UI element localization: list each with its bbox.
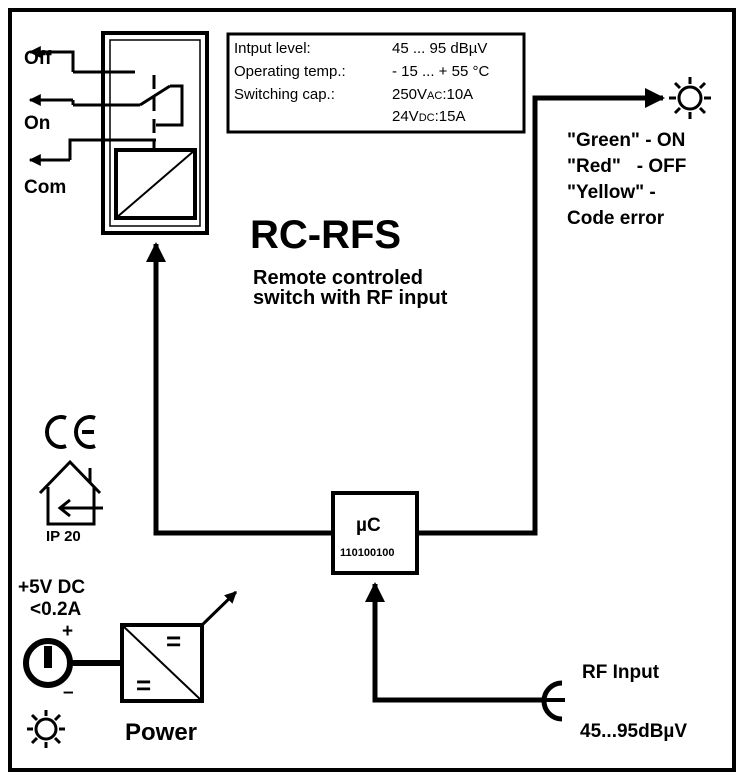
spec-switch-label: Switching cap.:: [234, 86, 335, 103]
spec-ac-sub: AC: [427, 90, 443, 102]
spec-ac-amp: :10A: [442, 86, 474, 103]
led-legend-line4: Code error: [567, 208, 665, 229]
spec-dc-amp: :15A: [434, 108, 466, 125]
spec-dc-sub: DC: [418, 112, 435, 124]
led-legend-line2: "Red" - OFF: [567, 156, 687, 177]
mcu-to-relay-line: [146, 242, 333, 536]
com-label: Com: [24, 177, 67, 198]
subtitle-line1: Remote controled: [253, 267, 424, 289]
rf-input-level: 45...95dBµV: [580, 721, 688, 742]
indoor-house-icon: [38, 459, 103, 526]
led-sun-icon: [669, 77, 711, 119]
off-label: Off: [24, 48, 52, 69]
outer-frame: [8, 8, 736, 772]
spec-switch-dc: 24VDC:15A: [392, 109, 465, 124]
on-label: On: [24, 113, 51, 134]
power-label: Power: [125, 719, 198, 746]
spec-input-label: Intput level:: [234, 40, 311, 57]
spec-box: [226, 32, 526, 134]
rf-to-mcu-line: [365, 582, 545, 703]
mcu-to-led-line: [417, 88, 665, 536]
ce-mark-icon: [45, 415, 96, 449]
power-converter: [120, 590, 238, 703]
jack-plus: +: [62, 621, 74, 642]
spec-temp-label: Operating temp.:: [234, 63, 346, 80]
ip-rating: IP 20: [46, 528, 81, 545]
spec-temp-value: - 15 ... + 55 °C: [392, 63, 490, 80]
page-title: RC-RFS: [250, 213, 402, 257]
power-voltage: +5V DC: [18, 577, 86, 598]
mcu-code: 110100100: [340, 547, 395, 559]
converter-eq-top: =: [166, 626, 182, 656]
dc-jack-icon: [23, 638, 73, 688]
power-sun-icon: [27, 710, 65, 748]
converter-eq-bottom: =: [136, 670, 152, 700]
rf-input-label: RF Input: [582, 662, 660, 683]
relay-module: [40, 31, 209, 235]
subtitle-line2: switch with RF input: [253, 287, 448, 309]
jack-minus: –: [63, 682, 74, 703]
spec-switch-ac: 250VAC:10A: [392, 87, 473, 102]
rf-antenna-icon: [541, 680, 565, 722]
spec-ac-volt: 250V: [392, 86, 428, 103]
spec-input-value: 45 ... 95 dBµV: [392, 40, 488, 57]
mcu-label: µC: [356, 515, 381, 536]
led-legend-line3: "Yellow" -: [567, 182, 656, 203]
led-legend-line1: "Green" - ON: [567, 130, 686, 151]
power-current: <0.2A: [30, 599, 82, 620]
spec-dc-volt: 24V: [392, 108, 419, 125]
